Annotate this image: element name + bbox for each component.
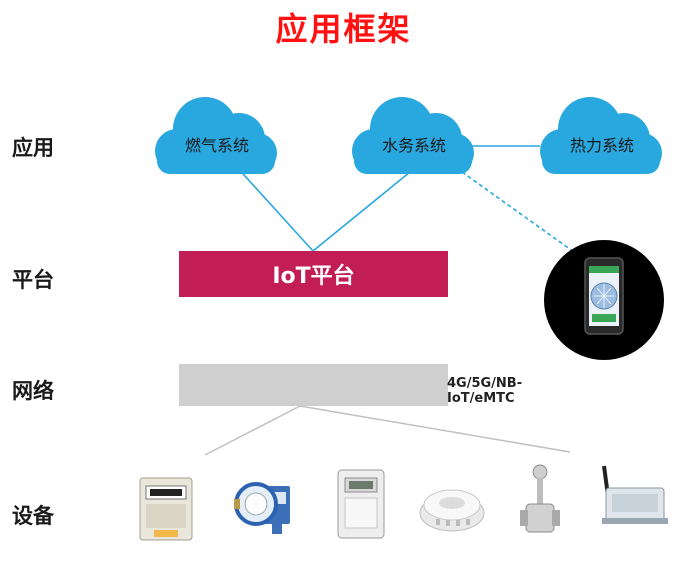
- electric-meter-icon: [337, 469, 385, 539]
- cloud-label-gas: 燃气系统: [185, 136, 249, 155]
- network-label: 4G/5G/NB-IoT/eMTC: [447, 376, 523, 406]
- gateway-icon: [602, 465, 668, 524]
- layer-label-platform: 平台: [12, 268, 54, 292]
- network-bar: 4G/5G/NB-IoT/eMTC: [179, 364, 522, 406]
- connector-network-right: [299, 405, 571, 453]
- gas-meter-icon: [139, 477, 193, 541]
- cloud-label-heat: 热力系统: [570, 136, 634, 155]
- layer-label-network: 网络: [12, 379, 54, 403]
- smartphone-map-icon: [544, 240, 664, 360]
- smoke-detector-icon: [419, 489, 485, 532]
- cloud-label-water: 水务系统: [382, 136, 446, 155]
- cloud-gas: 燃气系统: [155, 97, 277, 174]
- cloud-water: 水务系统: [352, 97, 474, 174]
- cloud-heat: 热力系统: [540, 97, 662, 174]
- connector-network-left: [204, 405, 301, 456]
- flow-meter-icon: [520, 464, 560, 533]
- water-meter-icon: [234, 482, 290, 534]
- connector-gas-to-iot: [234, 164, 314, 252]
- connector-water-to-iot: [312, 171, 411, 252]
- diagram-title: 应用框架: [275, 10, 412, 48]
- iot-platform-bar: IoT平台: [179, 251, 448, 297]
- connector-water-to-mobile: [461, 171, 589, 263]
- layer-label-device: 设备: [12, 504, 54, 528]
- layer-label-application: 应用: [12, 136, 54, 160]
